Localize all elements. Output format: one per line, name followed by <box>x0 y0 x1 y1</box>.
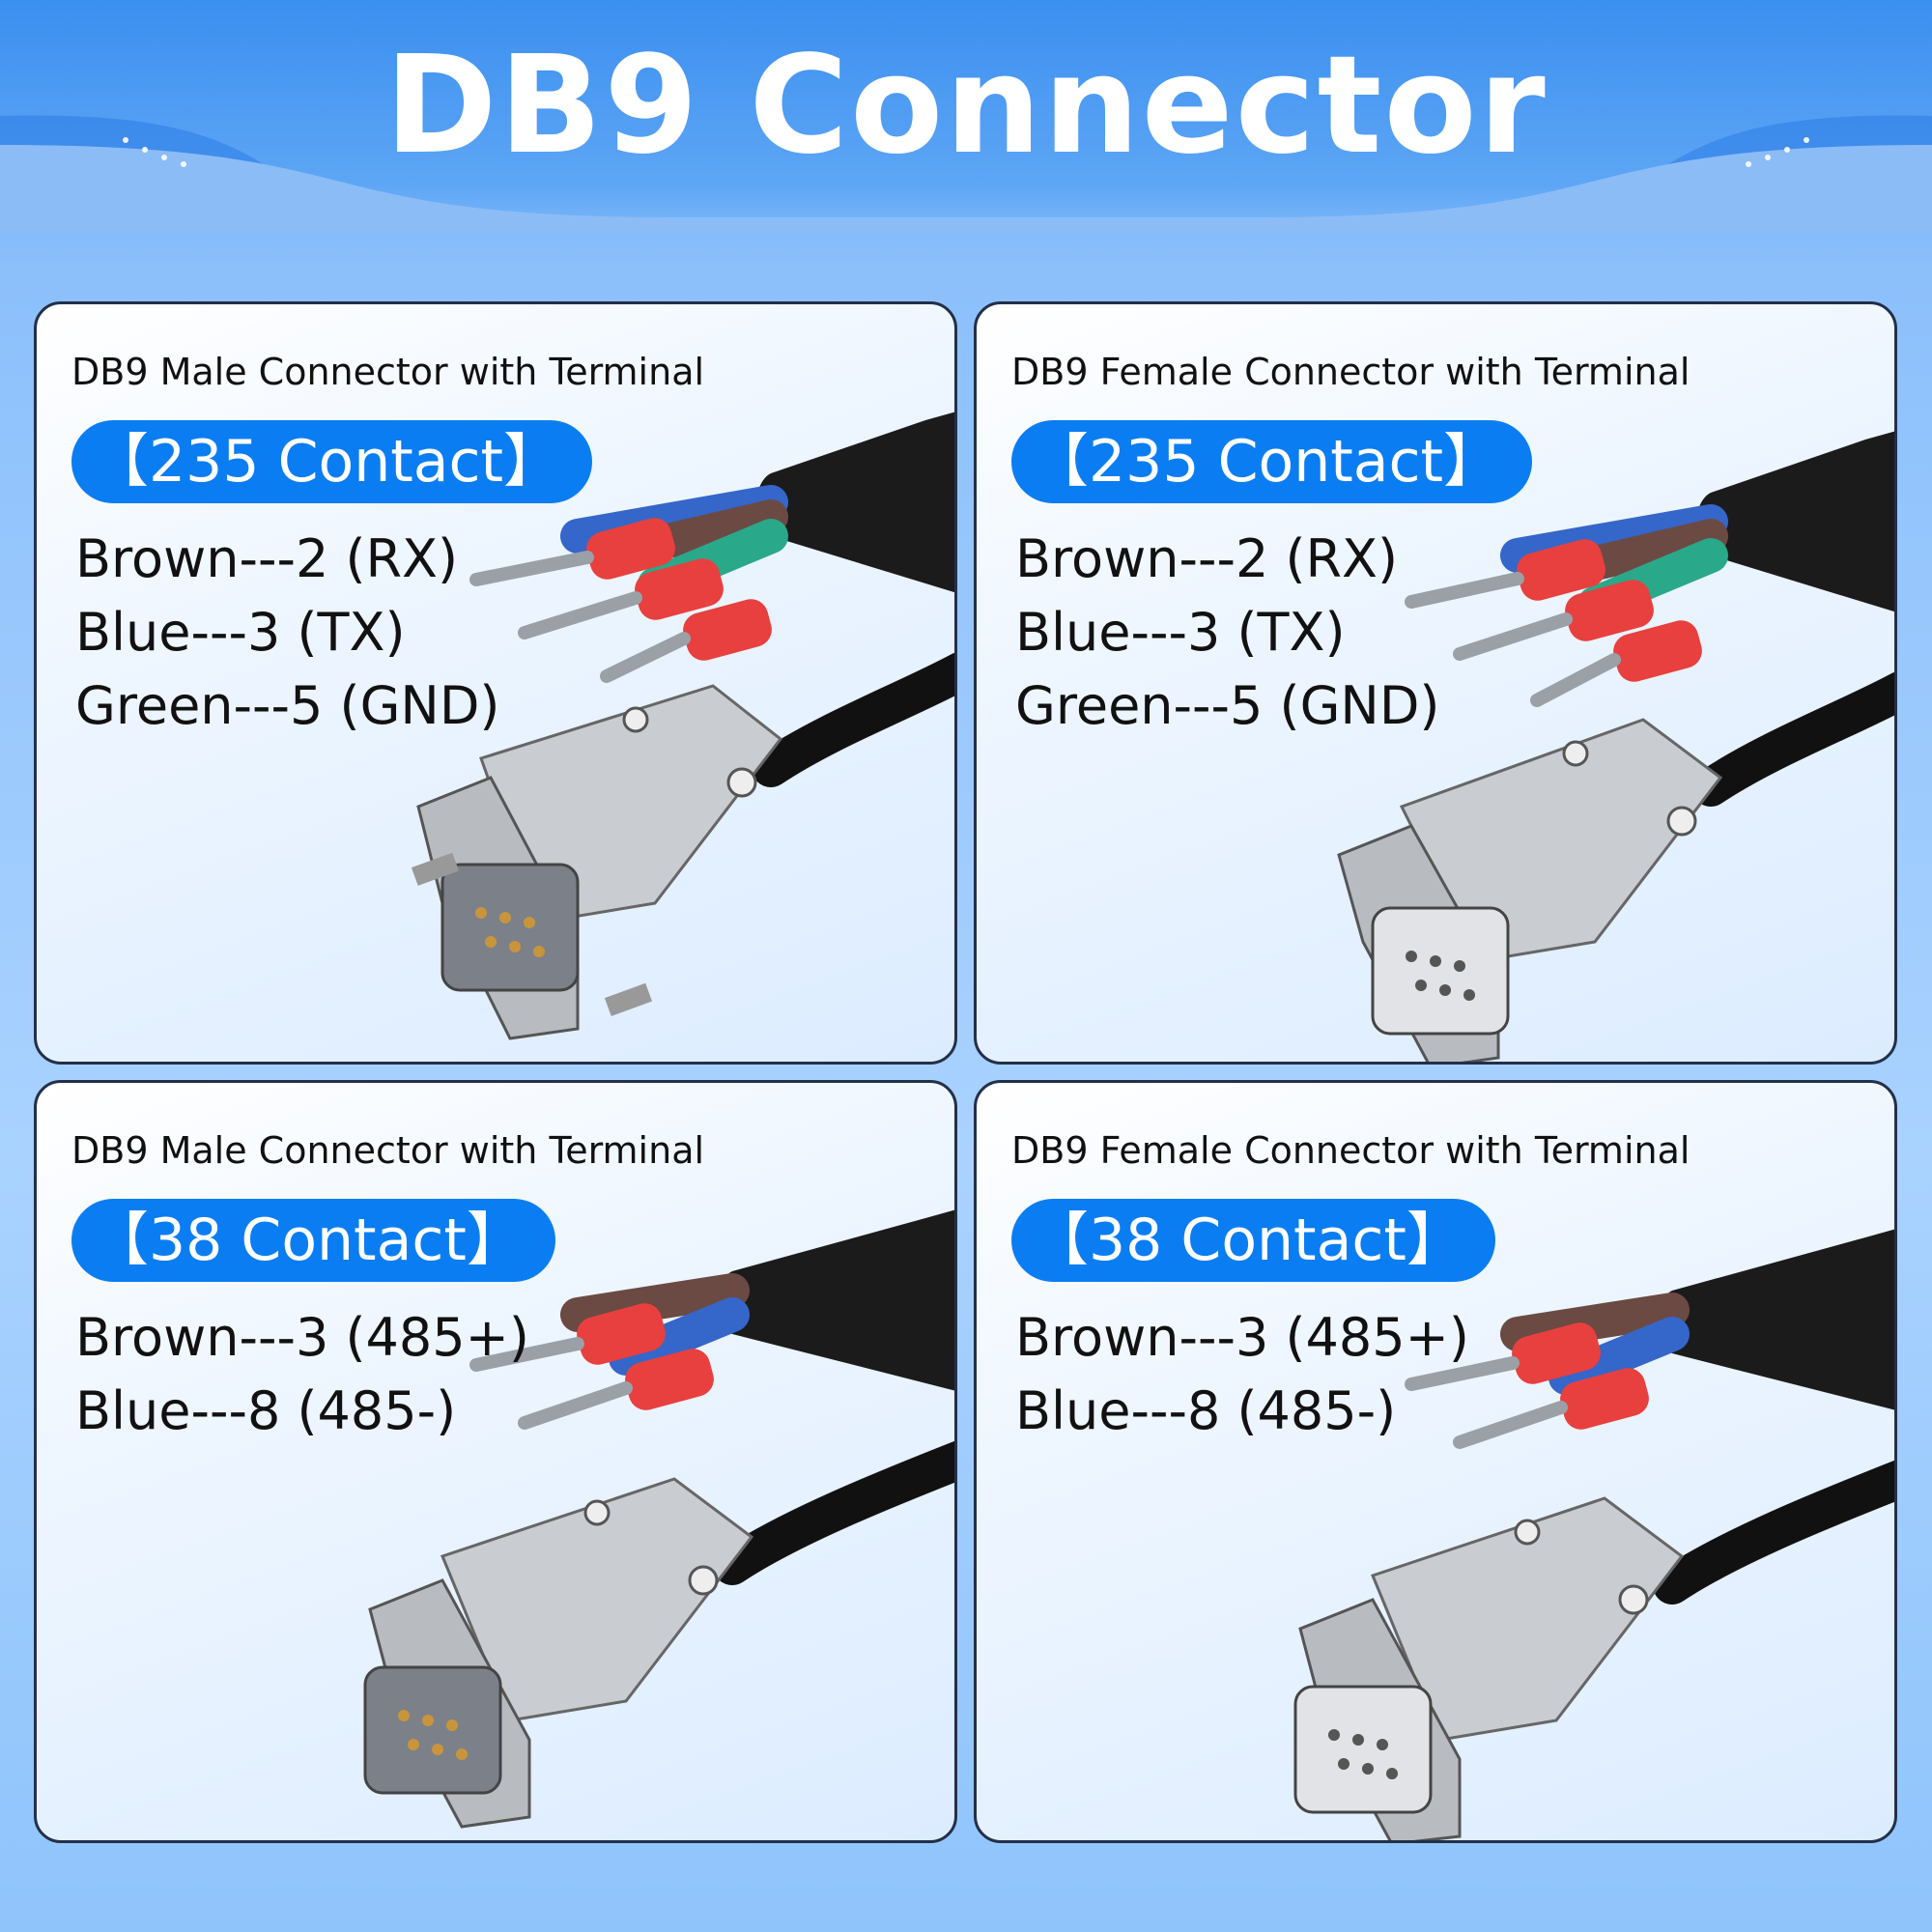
header-wave-decoration <box>0 115 1932 232</box>
wire-item-green: Green---5 (GND) <box>75 675 500 736</box>
contact-badge: 【235 Contact】 <box>71 420 593 503</box>
wire-list: Brown---2 (RX) Blue---3 (TX) Green---5 (… <box>1015 523 1439 743</box>
wire-item-blue: Blue---3 (TX) <box>1015 602 1346 663</box>
contact-badge: 【38 Contact】 <box>1011 1199 1495 1282</box>
panel-female-235: DB9 Female Connector with Terminal 【235 … <box>974 301 1897 1065</box>
male-connector-image <box>411 412 954 1040</box>
contact-badge: 【38 Contact】 <box>71 1199 555 1282</box>
wire-item-brown: Brown---3 (485+) <box>1015 1307 1469 1368</box>
panel-female-38: DB9 Female Connector with Terminal 【38 C… <box>974 1080 1897 1843</box>
wire-item-brown: Brown---2 (RX) <box>1015 528 1399 589</box>
female-connector-image <box>1293 1229 1894 1840</box>
header-banner: DB9 Connector <box>0 0 1932 232</box>
panel-title: DB9 Male Connector with Terminal <box>71 351 705 393</box>
wire-item-green: Green---5 (GND) <box>1015 675 1440 736</box>
panel-male-235: DB9 Male Connector with Terminal 【235 Co… <box>34 301 957 1065</box>
wire-item-blue: Blue---8 (485-) <box>75 1380 457 1441</box>
page-title: DB9 Connector <box>384 27 1548 185</box>
panel-title: DB9 Female Connector with Terminal <box>1011 351 1690 393</box>
wire-item-brown: Brown---2 (RX) <box>75 528 459 589</box>
panel-title: DB9 Male Connector with Terminal <box>71 1129 705 1172</box>
female-connector-image <box>1337 431 1894 1062</box>
male-connector-image <box>363 1209 954 1829</box>
wire-item-blue: Blue---3 (TX) <box>75 602 406 663</box>
panel-title: DB9 Female Connector with Terminal <box>1011 1129 1690 1172</box>
wire-list: Brown---3 (485+) Blue---8 (485-) <box>1015 1301 1469 1448</box>
panel-male-38: DB9 Male Connector with Terminal 【38 Con… <box>34 1080 957 1843</box>
wire-list: Brown---3 (485+) Blue---8 (485-) <box>75 1301 529 1448</box>
contact-badge: 【235 Contact】 <box>1011 420 1533 503</box>
wire-list: Brown---2 (RX) Blue---3 (TX) Green---5 (… <box>75 523 499 743</box>
wire-item-blue: Blue---8 (485-) <box>1015 1380 1397 1441</box>
wire-item-brown: Brown---3 (485+) <box>75 1307 529 1368</box>
